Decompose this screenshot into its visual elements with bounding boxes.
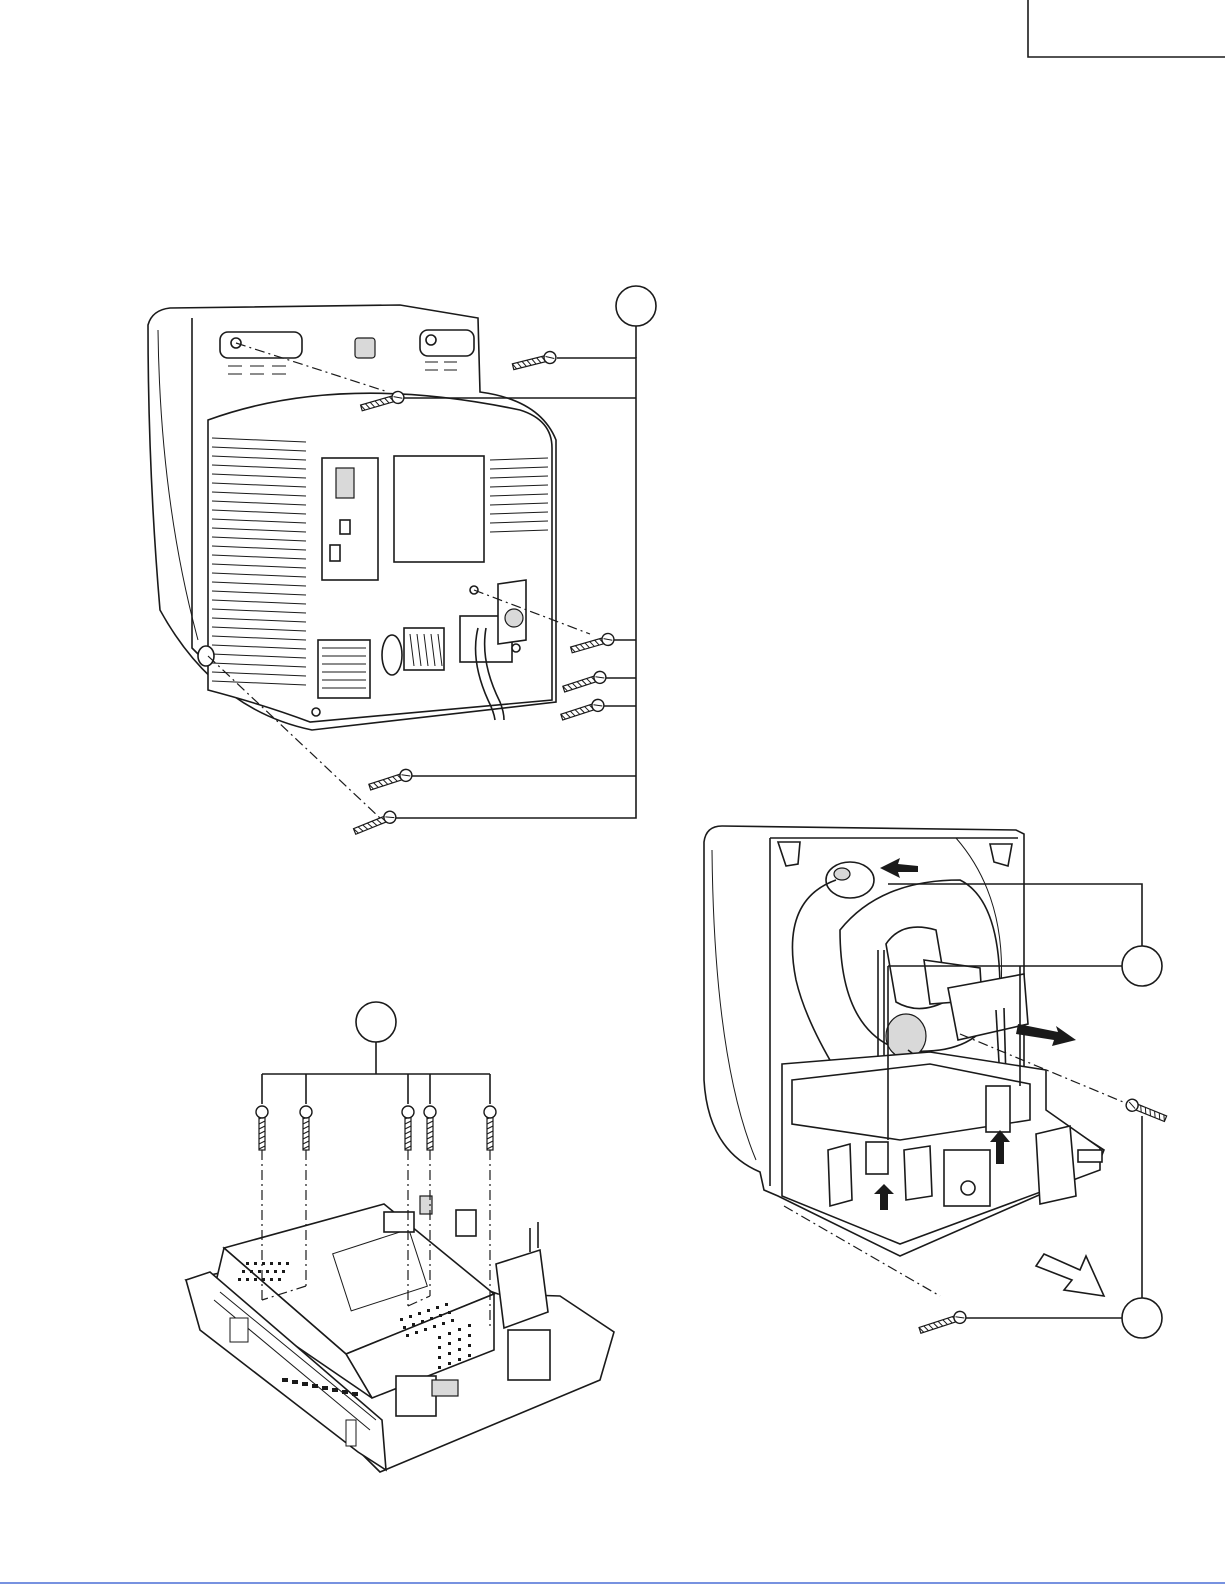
cabinet-foot xyxy=(198,646,214,666)
callout-circle xyxy=(1122,946,1162,986)
arrow-right xyxy=(1016,1024,1076,1046)
callout-circle xyxy=(616,286,656,326)
callout-circle xyxy=(356,1002,396,1042)
flyback-transformer xyxy=(944,1150,990,1206)
screw-icon xyxy=(300,1106,312,1150)
jack xyxy=(330,545,340,561)
page-header-box xyxy=(1028,0,1225,57)
screw-hole xyxy=(312,708,320,716)
degauss-disk xyxy=(886,1014,926,1058)
terminal xyxy=(1078,1150,1102,1162)
screw-icon xyxy=(918,1310,967,1336)
lower-vent-left xyxy=(318,640,370,698)
label-window xyxy=(394,456,484,562)
screw-icon xyxy=(570,632,616,656)
screw-icon xyxy=(368,768,414,793)
anode-cap-center xyxy=(834,868,850,880)
power-switch xyxy=(336,468,354,498)
component xyxy=(384,1212,414,1232)
top-tab xyxy=(355,338,375,358)
connector-plug xyxy=(986,1086,1010,1132)
screw-hole xyxy=(426,335,436,345)
flyback-knob xyxy=(961,1181,975,1195)
shield-screws xyxy=(256,1106,496,1150)
connector xyxy=(432,1380,458,1396)
anode-cap xyxy=(826,862,874,898)
screw-icon xyxy=(562,670,608,695)
board-heatsink xyxy=(828,1144,852,1206)
rear-cover xyxy=(208,393,552,722)
flyback-base xyxy=(508,1330,550,1380)
screw-hole xyxy=(512,644,520,652)
screw-icon xyxy=(402,1106,414,1150)
oval-port xyxy=(382,635,402,675)
component xyxy=(456,1210,476,1236)
jack xyxy=(340,520,350,534)
figure-rear-cabinet-removal xyxy=(148,286,656,837)
board-bracket xyxy=(1036,1126,1076,1204)
connector-plug xyxy=(866,1142,888,1174)
antenna-jack xyxy=(505,609,523,627)
arrow-pull-out xyxy=(1036,1254,1104,1296)
callout-circle xyxy=(1122,1298,1162,1338)
screw-icon xyxy=(484,1106,496,1150)
component xyxy=(396,1376,436,1416)
screw-icon xyxy=(560,698,606,723)
figure-crt-chassis-removal xyxy=(704,826,1168,1338)
board-bracket xyxy=(904,1146,932,1200)
screw-icon xyxy=(256,1106,268,1150)
screw-icon xyxy=(1124,1097,1167,1124)
screw-icon xyxy=(512,350,558,372)
screw-icon xyxy=(424,1106,436,1150)
figure-chassis-shield-removal xyxy=(186,1002,614,1472)
